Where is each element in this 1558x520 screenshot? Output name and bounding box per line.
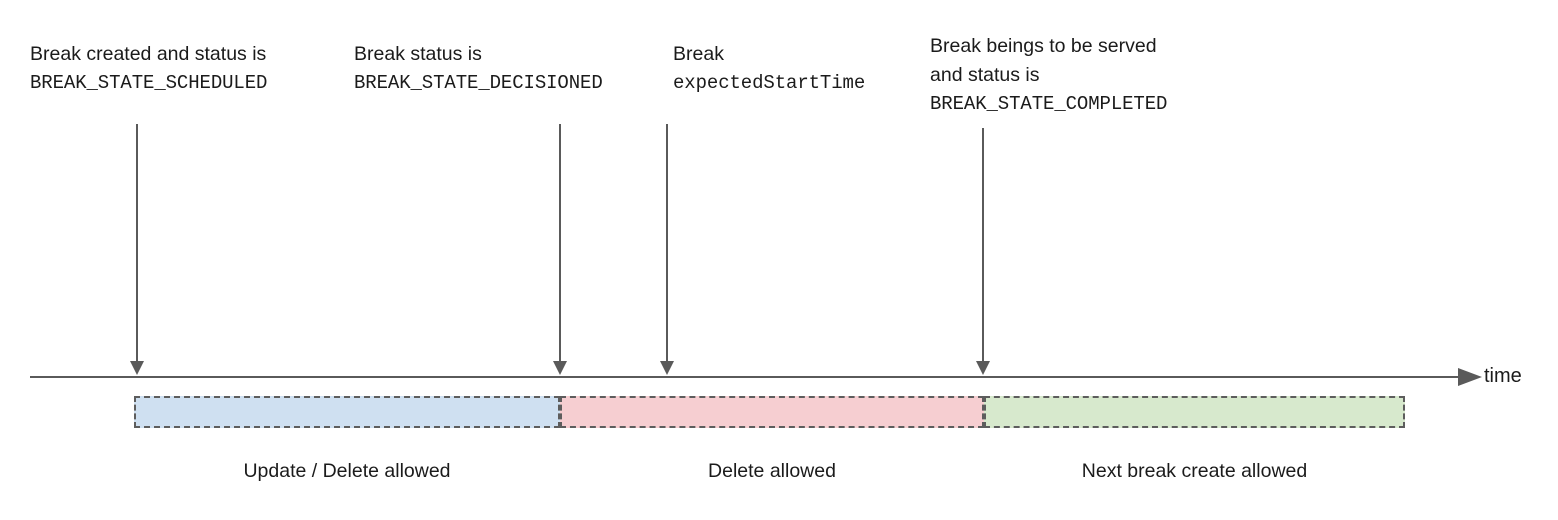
phase-bar-delete-only [560, 396, 984, 428]
arrow-down-icon [553, 124, 567, 375]
phase-caption-delete-only: Delete allowed [708, 460, 836, 482]
arrow-down-icon [660, 124, 674, 375]
label-line: expectedStartTime [673, 72, 866, 94]
marker-label-scheduled: Break created and status is BREAK_STATE_S… [30, 40, 267, 98]
time-axis-label: time [1484, 365, 1522, 387]
marker-label-decisioned: Break status is BREAK_STATE_DECISIONED [354, 40, 603, 98]
label-line: Break [673, 43, 724, 65]
phase-caption-next-break-create: Next break create allowed [1081, 460, 1308, 482]
label-line: and status is [930, 64, 1040, 86]
phase-bar-update-delete [134, 396, 560, 428]
marker-label-expected-start-time: Break expectedStartTime [673, 40, 865, 98]
label-line: Break created and status is [30, 43, 267, 65]
label-line: Break beings to be served [930, 35, 1157, 57]
time-axis [30, 355, 1500, 400]
marker-arrow-expected-start-time [659, 124, 675, 375]
arrow-down-icon [130, 124, 144, 375]
marker-label-completed: Break beings to be served and status is BR… [930, 32, 1167, 119]
label-line: BREAK_STATE_DECISIONED [354, 72, 603, 94]
label-line: BREAK_STATE_SCHEDULED [30, 72, 268, 94]
label-line: BREAK_STATE_COMPLETED [930, 93, 1168, 115]
marker-arrow-scheduled [129, 124, 145, 375]
arrow-down-icon [976, 128, 990, 375]
marker-arrow-completed [975, 128, 991, 375]
phase-bar-next-break-create [984, 396, 1405, 428]
phase-caption-update-delete: Update / Delete allowed [243, 460, 451, 482]
arrow-right-icon [30, 368, 1482, 386]
marker-arrow-decisioned [552, 124, 568, 375]
label-line: Break status is [354, 43, 482, 65]
